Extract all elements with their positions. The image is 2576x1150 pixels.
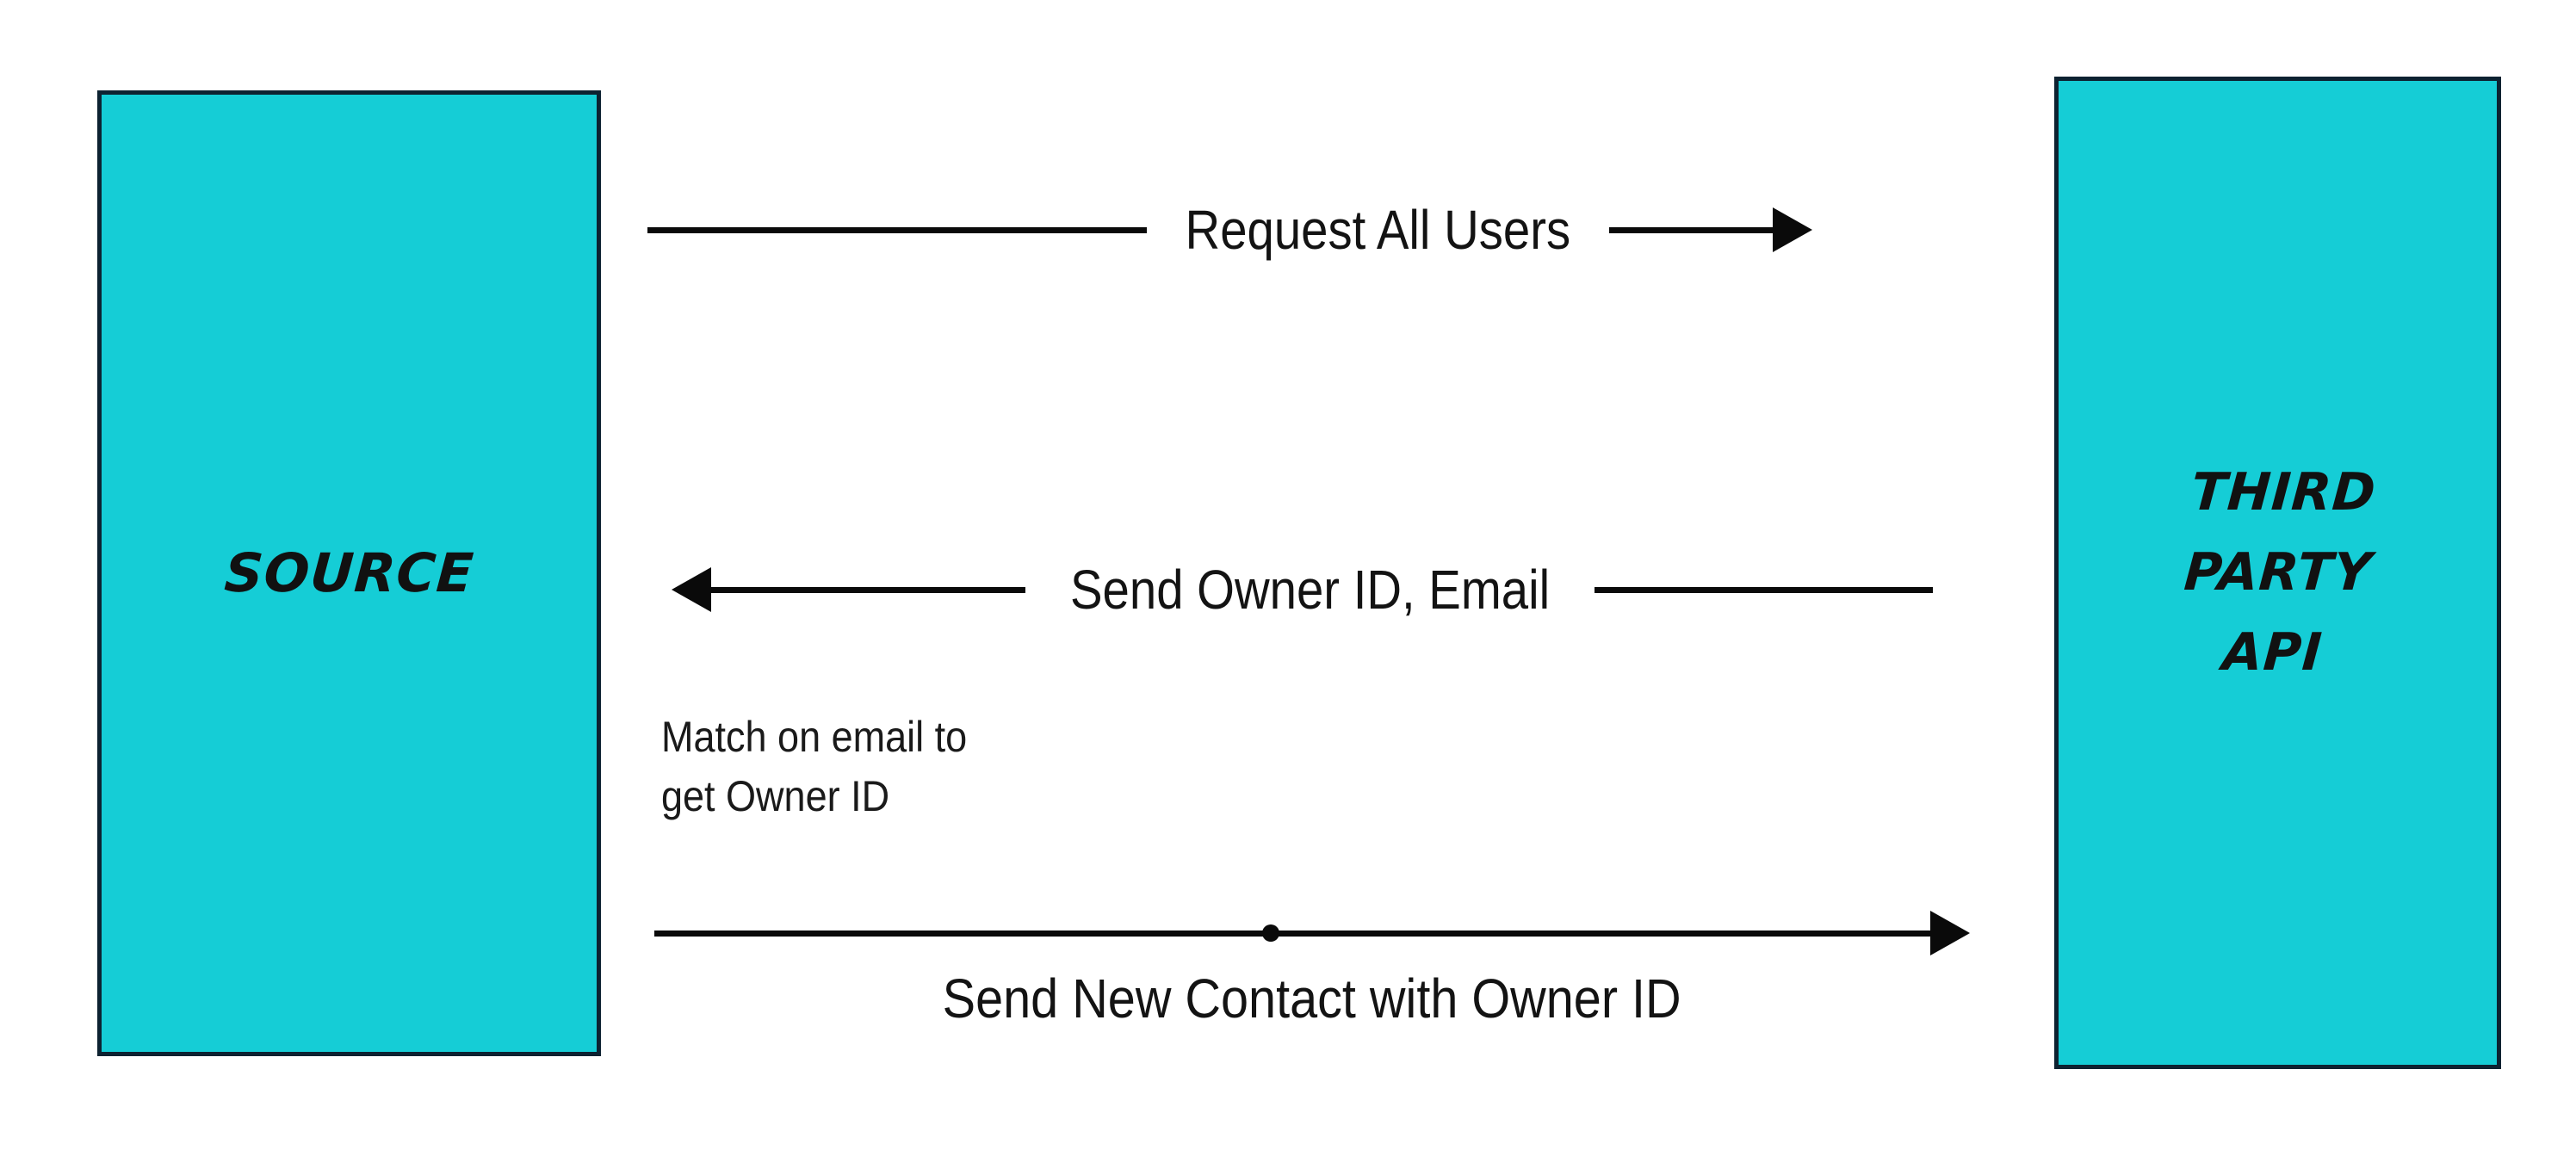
note-match-on-email: Match on email to get Owner ID (661, 708, 967, 826)
node-third-party-api-label-line-3: API (2220, 622, 2325, 683)
node-third-party-api-label-line-2: Party (2182, 542, 2374, 603)
note-match-line-2: get Owner ID (661, 772, 890, 820)
node-source-label-line-1: Source (222, 541, 476, 604)
message-line-segment-left (647, 226, 1147, 233)
arrow-head-right-icon (1772, 207, 1812, 252)
message-line-segment-left (711, 586, 1025, 593)
node-third-party-api-label: Third Party API (2176, 453, 2380, 693)
message-label-send-new-contact: Send New Contact with Owner ID (943, 968, 1681, 1029)
message-send-owner-id-email[interactable]: Send Owner ID, Email (672, 562, 1933, 617)
message-send-new-contact[interactable]: Send New Contact with Owner ID (654, 911, 1970, 1026)
message-line-segment-right (1608, 226, 1773, 233)
note-match-line-1: Match on email to (661, 713, 968, 761)
message-line-segment-right (1595, 586, 1933, 593)
message-request-all-users[interactable]: Request All Users (647, 202, 1911, 257)
arrow-head-right-icon (1930, 911, 1970, 955)
node-third-party-api[interactable]: Third Party API (2054, 77, 2501, 1069)
message-midpoint-dot-icon (1262, 924, 1279, 942)
message-label-request-all-users: Request All Users (1185, 199, 1571, 261)
message-line-send-new-contact (654, 911, 1970, 955)
message-label-send-owner-id-email: Send Owner ID, Email (1069, 559, 1551, 621)
node-source-label: Source (221, 532, 476, 615)
arrow-head-left-icon (672, 567, 711, 612)
message-line-segment (654, 930, 1930, 937)
node-third-party-api-label-line-1: Third (2189, 462, 2378, 522)
node-source[interactable]: Source (97, 90, 601, 1056)
